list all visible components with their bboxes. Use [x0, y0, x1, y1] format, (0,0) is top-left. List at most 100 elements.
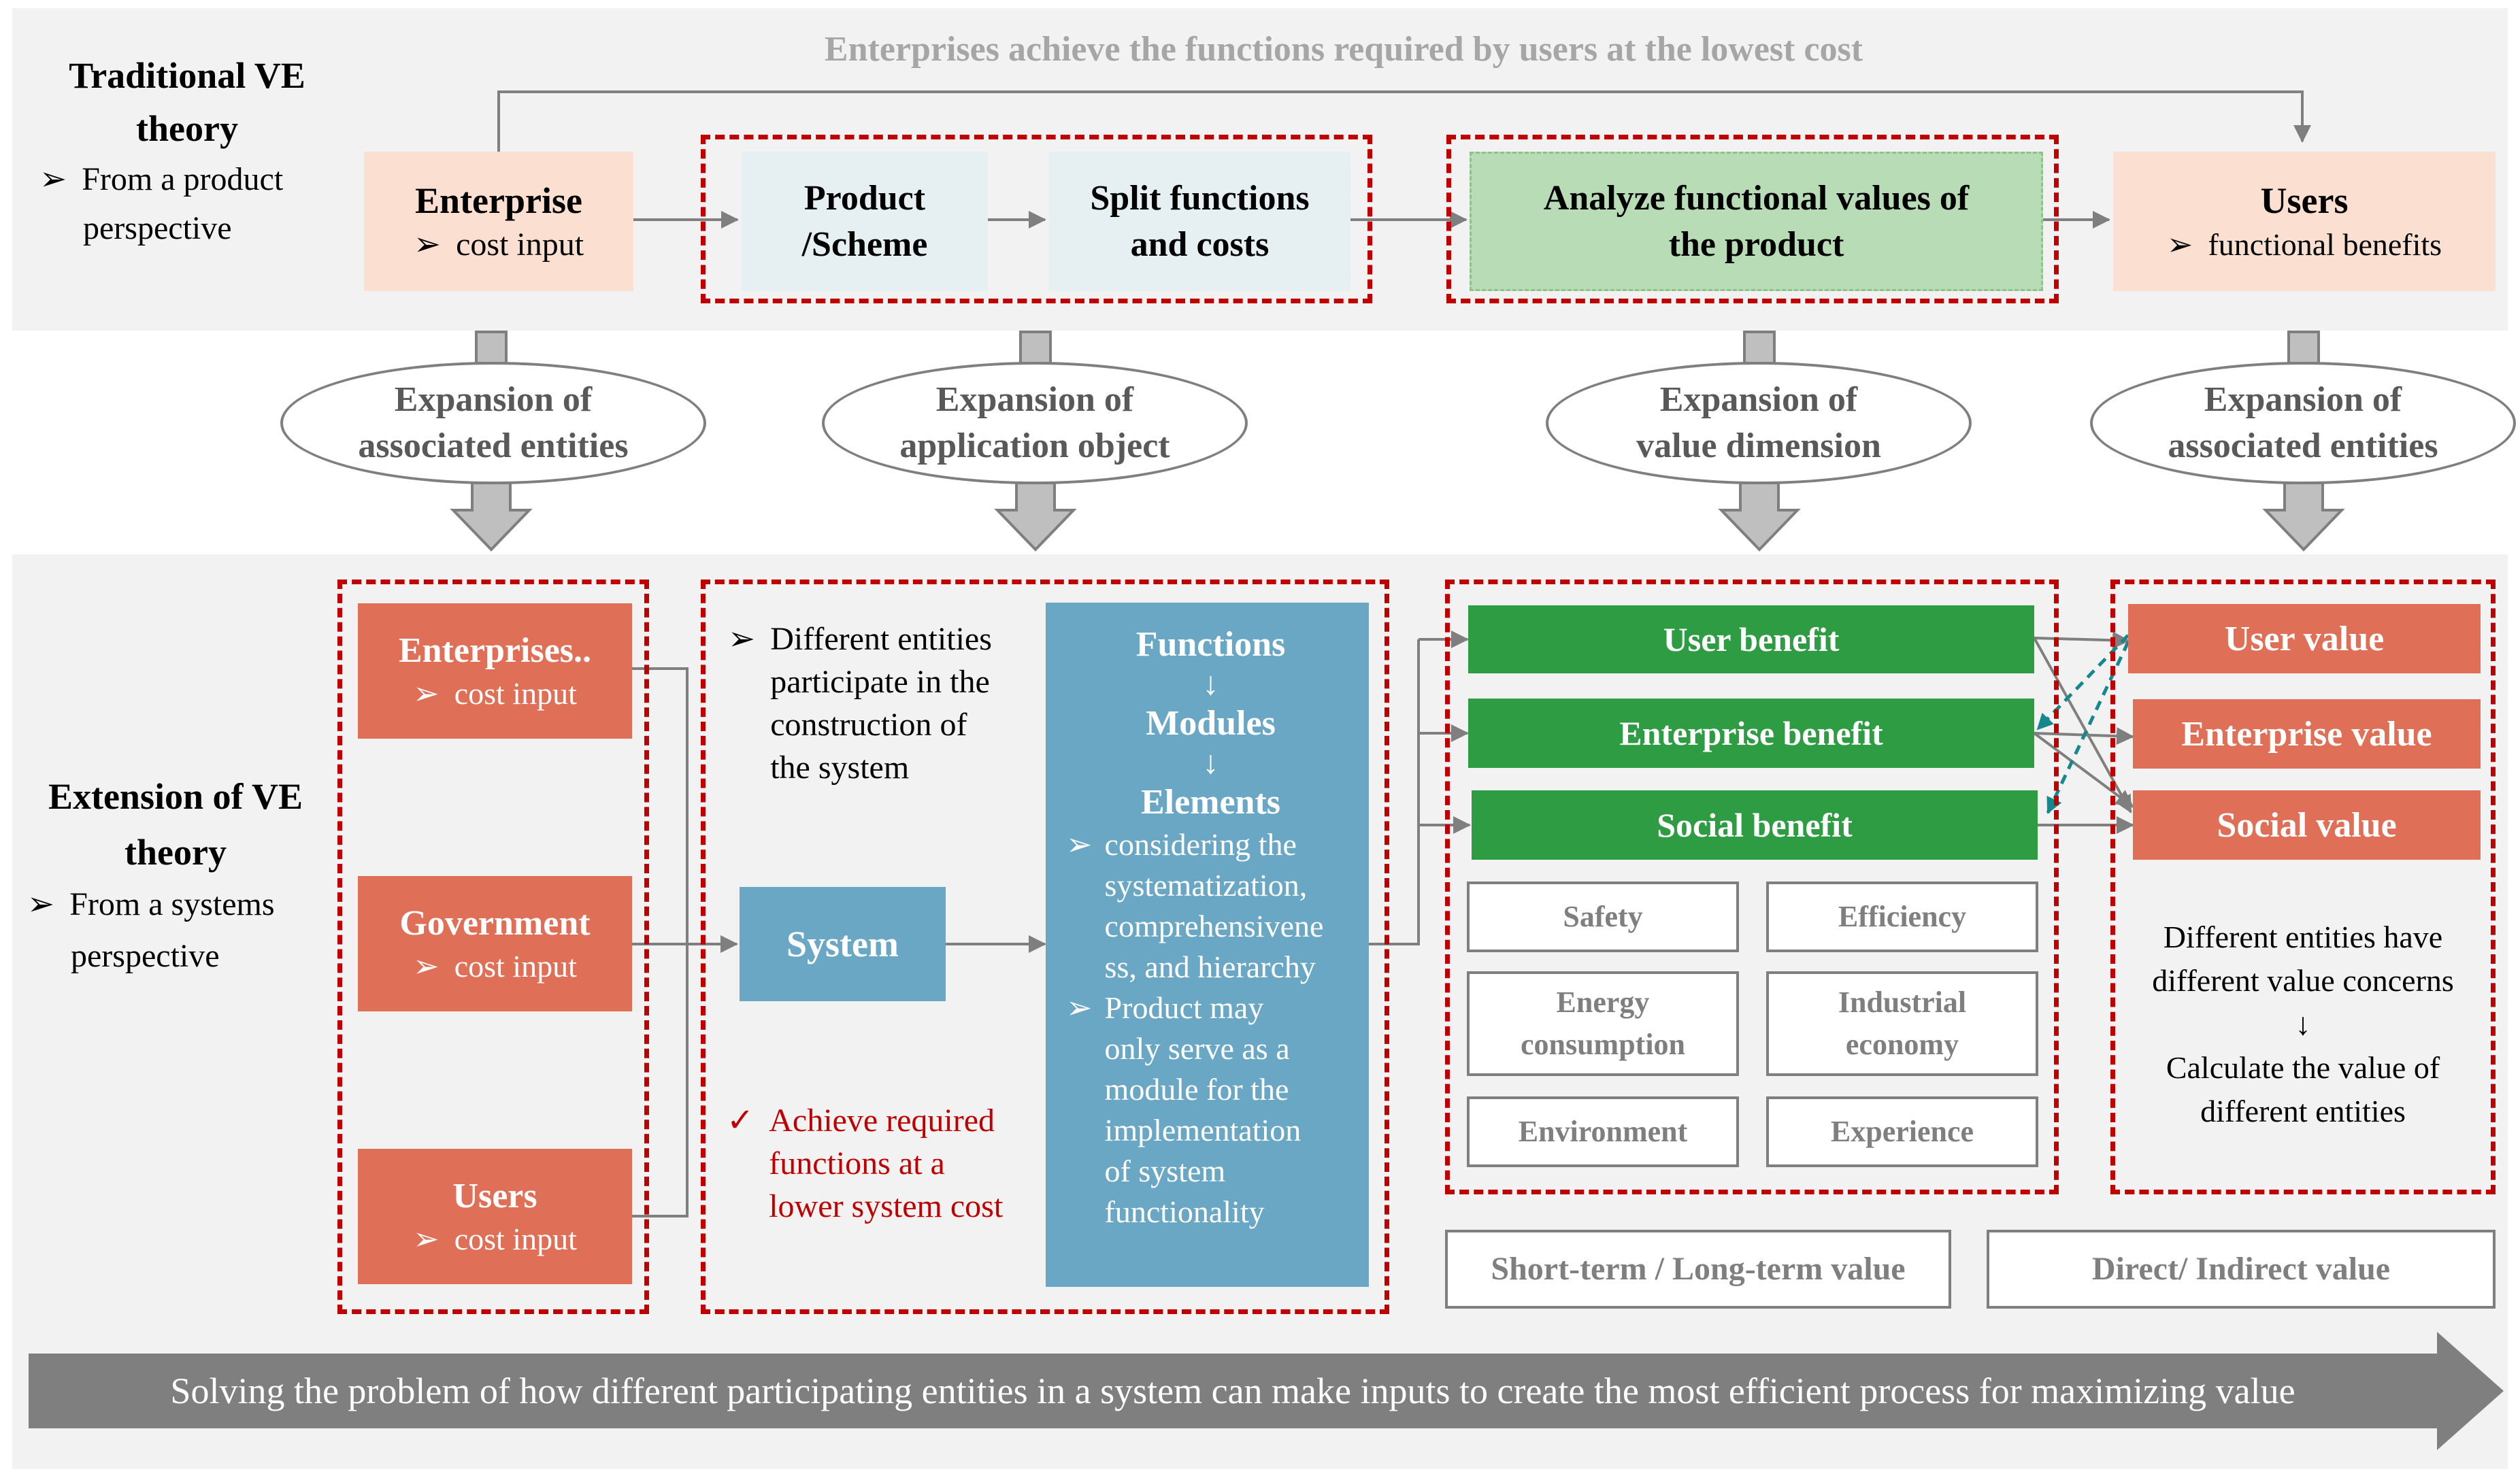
hierarchy-b1-line4: ss, and hierarchy [1104, 950, 1316, 984]
extension-title-line2: theory [125, 832, 227, 873]
enterprise-box: Enterprise ➢ cost input [364, 152, 633, 291]
short-long-term-box: Short-term / Long-term value [1445, 1230, 1951, 1309]
user-value-box: User value [2128, 604, 2481, 673]
enterprise-benefit-label: Enterprise benefit [1619, 714, 1883, 752]
arrow-bullet-icon: ➢ [413, 1221, 440, 1256]
expansion-ellipse-4: Expansion of associated entities [2090, 362, 2516, 484]
value-concern-text: Different entities have different value … [2117, 916, 2489, 1133]
enterprise-title: Enterprise [415, 180, 582, 221]
dimension-safety: Safety [1467, 881, 1739, 952]
arrow-bullet-icon: ➢ [1066, 827, 1093, 862]
expansion-3-line2: value dimension [1636, 426, 1881, 465]
dimension-energy-line1: Energy [1556, 986, 1650, 1019]
system-box: System [740, 887, 946, 1001]
down-arrow-icon: ↓ [1202, 666, 1219, 702]
achieve-line3: lower system cost [769, 1188, 1004, 1224]
hierarchy-b1-line2: systematization, [1104, 868, 1308, 903]
entities-group [337, 580, 649, 1314]
arrow-bullet-icon: ➢ [27, 886, 55, 922]
user-benefit-box: User benefit [1468, 605, 2034, 673]
enterprise-value-box: Enterprise value [2133, 699, 2481, 769]
dimension-industrial-line2: economy [1845, 1028, 1959, 1061]
achieve-text: ✓ Achieve required functions at a lower … [727, 1099, 1046, 1228]
bottom-arrow-shape [29, 1332, 2504, 1450]
hierarchy-b2-line5: of system [1104, 1154, 1226, 1188]
expansion-ellipse-2: Expansion of application object [822, 362, 1248, 484]
hierarchy-modules: Modules [1146, 704, 1276, 743]
extension-title: Extension of VE theory [19, 769, 332, 880]
dimension-energy: Energy consumption [1467, 971, 1739, 1076]
down-arrow-icon: ↓ [1202, 745, 1219, 781]
enterprise-sub: cost input [456, 226, 584, 263]
dimension-safety-label: Safety [1563, 900, 1643, 933]
system-label: System [786, 924, 899, 964]
dimension-industrial-line1: Industrial [1838, 986, 1967, 1019]
social-value-label: Social value [2217, 805, 2397, 845]
enterprise-benefit-box: Enterprise benefit [1468, 699, 2034, 768]
extension-subtitle-line1: From a systems [69, 886, 275, 922]
concern-line4: Calculate the value of [2166, 1050, 2440, 1085]
direct-indirect-label: Direct/ Indirect value [2091, 1251, 2391, 1287]
expansion-2-line2: application object [899, 426, 1170, 465]
hierarchy-b2-line2: only serve as a [1104, 1031, 1290, 1066]
extension-subtitle: ➢ From a systems perspective [27, 879, 340, 982]
analyze-values-box: Analyze functional values of the product [1470, 152, 2043, 291]
traditional-title: Traditional VE theory [27, 49, 347, 155]
split-line1: Split functions [1090, 178, 1310, 218]
participate-text: ➢ Different entities participate in the … [728, 618, 1048, 789]
split-line2: and costs [1130, 224, 1270, 264]
expansion-ellipse-3: Expansion of value dimension [1546, 362, 1972, 484]
expansion-4-line2: associated entities [2168, 426, 2438, 465]
entity-enterprises-sub: cost input [454, 675, 577, 711]
product-line1: Product [803, 178, 926, 218]
participate-line4: the system [770, 750, 910, 786]
hierarchy-b2-line6: functionality [1104, 1194, 1265, 1229]
participate-line2: participate in the [770, 664, 990, 700]
concern-line1: Different entities have [2163, 920, 2443, 954]
dimension-environment-label: Environment [1518, 1115, 1688, 1148]
analyze-group [1446, 135, 2059, 303]
users-sub: functional benefits [2208, 226, 2442, 262]
dimension-energy-line2: consumption [1520, 1028, 1686, 1061]
entity-government-sub: cost input [454, 948, 577, 984]
participate-line1: Different entities [770, 621, 992, 657]
hierarchy-box: Functions ↓ Modules ↓ Elements ➢ conside… [1046, 603, 1369, 1287]
expansion-1-line1: Expansion of [394, 380, 593, 419]
down-arrow-icon: ↓ [2295, 1007, 2311, 1041]
entity-to-system-connector [632, 667, 1046, 1217]
expansion-ellipse-1: Expansion of associated entities [280, 362, 706, 484]
entity-users-sub: cost input [454, 1221, 577, 1256]
hierarchy-b2-line4: implementation [1104, 1113, 1302, 1147]
extension-title-line1: Extension of VE [48, 776, 303, 817]
down-stems [475, 331, 2320, 365]
dimension-experience: Experience [1766, 1096, 2038, 1167]
dimension-efficiency: Efficiency [1766, 881, 2038, 952]
dimension-efficiency-label: Efficiency [1838, 900, 1967, 933]
product-line2: /Scheme [801, 224, 928, 264]
hierarchy-b2-line3: module for the [1104, 1072, 1289, 1107]
benefits-group [1445, 580, 2059, 1194]
expansion-3-line1: Expansion of [1659, 380, 1858, 419]
entity-enterprises-title: Enterprises.. [398, 631, 592, 670]
arrow-bullet-icon: ➢ [2166, 226, 2193, 262]
dimension-industrial: Industrial economy [1766, 971, 2038, 1076]
dimension-experience-label: Experience [1830, 1115, 1974, 1148]
product-split-group [701, 135, 1372, 303]
top-banner-arrow [497, 90, 2311, 153]
traditional-subtitle: ➢From a product perspective [39, 155, 352, 253]
bottom-arrow-text: Solving the problem of how different par… [29, 1354, 2437, 1428]
extension-subtitle-line2: perspective [71, 938, 220, 974]
analyze-line2: the product [1668, 224, 1844, 264]
entity-users-title: Users [452, 1176, 537, 1215]
traditional-title-line1: Traditional VE [69, 55, 305, 96]
concern-line2: different value concerns [2152, 963, 2454, 998]
hierarchy-b1-line1: considering the [1104, 827, 1297, 862]
hierarchy-elements: Elements [1140, 783, 1281, 822]
hierarchy-functions: Functions [1135, 625, 1286, 664]
block-arrows [450, 482, 2345, 552]
hierarchy-b1-line3: comprehensivene [1104, 909, 1324, 943]
bottom-arrow-label: Solving the problem of how different par… [170, 1371, 2295, 1411]
arrow-bullet-icon: ➢ [413, 226, 442, 263]
participate-line3: construction of [770, 707, 967, 743]
